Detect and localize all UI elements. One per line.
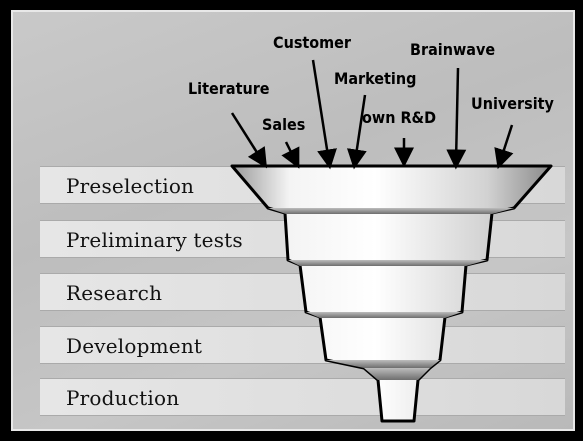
arrow-literature: [230, 112, 268, 169]
source-label-sales: Sales: [262, 115, 306, 134]
stage-band-production: [40, 378, 565, 416]
source-label-customer: Customer: [273, 33, 352, 52]
stage-label-development: Development: [66, 334, 203, 358]
source-label-literature: Literature: [188, 79, 270, 98]
arrow-university: [494, 124, 514, 170]
arrow-brainwave: [446, 67, 467, 170]
arrow-marketing: [346, 94, 367, 170]
stage-label-research: Research: [66, 281, 163, 305]
stage-band-development: [40, 326, 565, 364]
arrow-sales: [281, 141, 300, 169]
arrow-customer: [311, 59, 337, 170]
stage-label-preselection: Preselection: [66, 174, 195, 198]
source-label-own-rd: own R&D: [362, 108, 437, 127]
stage-label-preliminary-tests: Preliminary tests: [66, 228, 243, 252]
source-label-brainwave: Brainwave: [410, 40, 496, 59]
source-label-marketing: Marketing: [334, 69, 417, 88]
stage-label-production: Production: [66, 386, 180, 410]
source-label-university: University: [471, 94, 554, 113]
